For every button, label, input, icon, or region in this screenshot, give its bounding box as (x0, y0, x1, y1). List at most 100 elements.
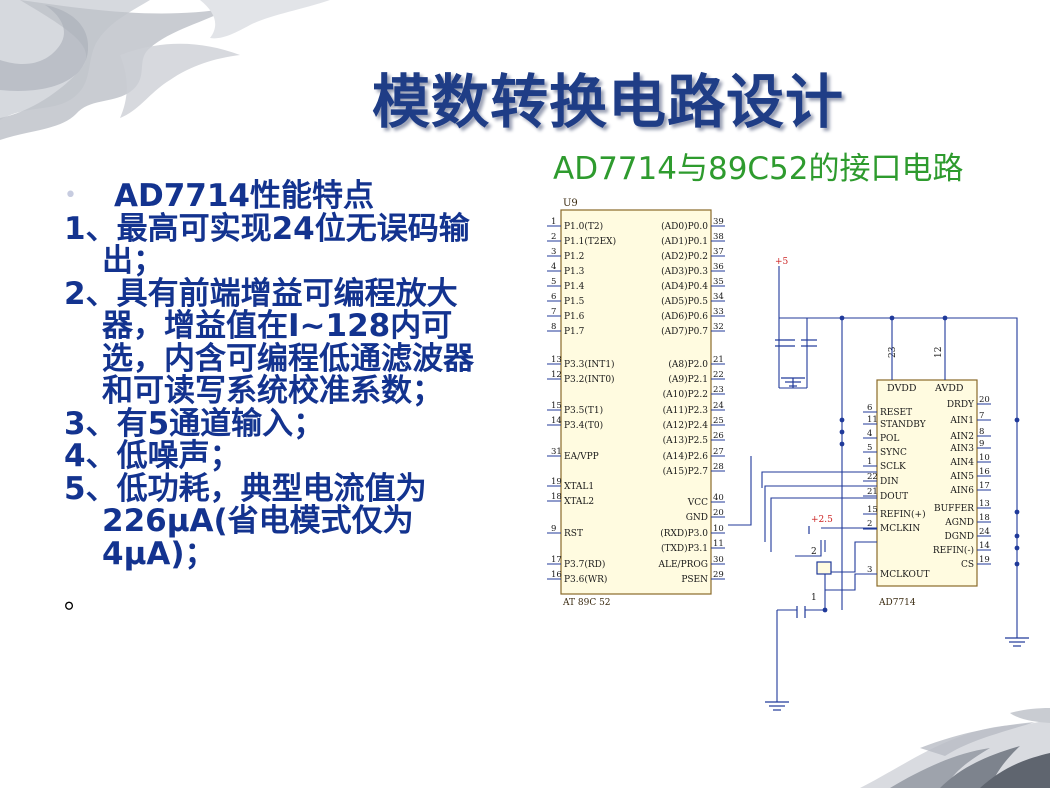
pin-number: 32 (713, 322, 724, 332)
pin-number: 20 (979, 395, 990, 405)
pin-number: 13 (979, 499, 990, 509)
pin-number: 14 (551, 416, 562, 426)
pin-name: (AD4)P0.4 (661, 281, 708, 292)
schematic-wires (728, 266, 1018, 702)
pin-name: AIN2 (949, 432, 974, 442)
pin-number: 16 (979, 467, 990, 477)
pin-name: (RXD)P3.0 (660, 528, 708, 539)
slide-title: 模数转换电路设计 (372, 68, 845, 136)
pin-number: 5 (551, 277, 556, 287)
feature-item-5: 5、低功耗，典型电流值为226μA(省电模式仅为4μA)； (64, 470, 427, 572)
junction-dots (822, 315, 1020, 613)
pin-name: AIN6 (949, 486, 974, 496)
pin-name: (A15)P2.7 (663, 466, 709, 477)
pin-number: 13 (551, 355, 562, 365)
pin-number: 12 (551, 370, 562, 380)
pin-number: 10 (979, 453, 990, 463)
pin-name: (AD5)P0.5 (661, 296, 708, 307)
pin-number: 2 (867, 519, 872, 529)
pin-number: 15 (867, 505, 878, 515)
pin-name: PSEN (681, 575, 708, 585)
pin-name: ALE/PROG (658, 560, 708, 570)
pin-name: P1.4 (564, 282, 585, 292)
pin-number: 9 (979, 439, 984, 449)
adc-dvdd-label: DVDD (887, 383, 917, 394)
pin-number: 8 (979, 427, 984, 437)
pin-name: (A12)P2.4 (663, 420, 709, 431)
pin-name: (AD3)P0.3 (661, 266, 708, 277)
ground-symbol-icon (765, 701, 789, 711)
pin-number: 19 (551, 477, 562, 487)
decoupling-capacitors (775, 339, 817, 618)
pin-number: 10 (713, 524, 724, 534)
ground-symbol-icon (1005, 637, 1029, 647)
feature-item-2: 2、具有前端增益可编程放大器，增益值在I~128内可选，内含可编程低通滤波器和可… (64, 275, 474, 409)
pin-number: 3 (867, 565, 872, 575)
adc-part-label: AD7714 (878, 598, 916, 608)
supply-label: +5 (775, 257, 789, 267)
adc-avdd-label: AVDD (934, 383, 964, 394)
ref-voltage-label: +2.5 (811, 515, 833, 525)
pin-number: 29 (713, 570, 724, 580)
pin-number: 16 (551, 570, 562, 580)
schematic-caption: AD7714与89C52的接口电路 (553, 151, 964, 187)
pin-name: CS (961, 560, 974, 570)
pin-number: 21 (867, 487, 878, 497)
pin-number: 8 (551, 322, 556, 332)
pin-name: DIN (880, 477, 899, 487)
pin-name: P1.3 (564, 267, 585, 277)
pin-name: XTAL1 (564, 482, 594, 492)
pin-name: (A13)P2.5 (663, 435, 709, 446)
pin-name: P3.6(WR) (564, 574, 607, 585)
pin-number: 11 (867, 415, 878, 425)
pin-name: DOUT (880, 492, 908, 502)
pin-number: 25 (713, 416, 724, 426)
mcu-ref-label: U9 (563, 198, 578, 209)
pin-name: (A9)P2.1 (668, 374, 708, 385)
pin-number: 34 (713, 292, 724, 302)
feature-item-3: 3、有5通道输入； (64, 405, 325, 442)
pin-number: 27 (713, 447, 724, 457)
pin-number: 40 (713, 493, 724, 503)
pin-name: (AD1)P0.1 (661, 236, 708, 247)
pin-name: SYNC (880, 448, 907, 458)
pin-name: DRDY (947, 400, 975, 410)
pin-name: GND (686, 513, 708, 523)
pin-number: 36 (713, 262, 724, 272)
pin-number: 22 (867, 472, 878, 482)
pin-number: 26 (713, 431, 724, 441)
pin-number: 31 (551, 447, 562, 457)
pin-name: P3.4(T0) (564, 420, 603, 431)
pin-number: 37 (713, 247, 724, 257)
pin-name: STANDBY (880, 420, 927, 430)
pin-name: (A14)P2.6 (663, 451, 709, 462)
pin-number: 1 (551, 217, 556, 227)
pin-number: 19 (979, 555, 990, 565)
pin-name: P3.3(INT1) (564, 359, 615, 370)
pin-name: P1.1(T2EX) (564, 236, 616, 247)
pin-name: P3.5(T1) (564, 405, 603, 416)
mcu-right-pins: 39(AD0)P0.038(AD1)P0.137(AD2)P0.236(AD3)… (658, 217, 725, 585)
pin-number: 15 (551, 401, 562, 411)
pin-name: AIN4 (949, 458, 974, 468)
pin-name: P3.7(RD) (564, 559, 605, 570)
pin-name: P1.0(T2) (564, 221, 603, 232)
bullet-heading-text: AD7714性能特点 (114, 178, 375, 214)
pin-name: MCLKIN (880, 524, 920, 534)
pin-number: 5 (867, 443, 872, 453)
pin-number: 7 (979, 411, 984, 421)
pin-number: 38 (713, 232, 724, 242)
pin-name: P3.2(INT0) (564, 374, 615, 385)
pin-name: P1.5 (564, 297, 585, 307)
pin-number: 23 (713, 385, 724, 395)
pin-number: 4 (551, 262, 556, 272)
pin-number: 28 (713, 462, 724, 472)
brush-decoration-bottom-right (860, 708, 1050, 788)
pin-number: 2 (551, 232, 556, 242)
pin-name: REFIN(+) (880, 509, 926, 520)
bullet-dot-icon: • (64, 183, 77, 208)
